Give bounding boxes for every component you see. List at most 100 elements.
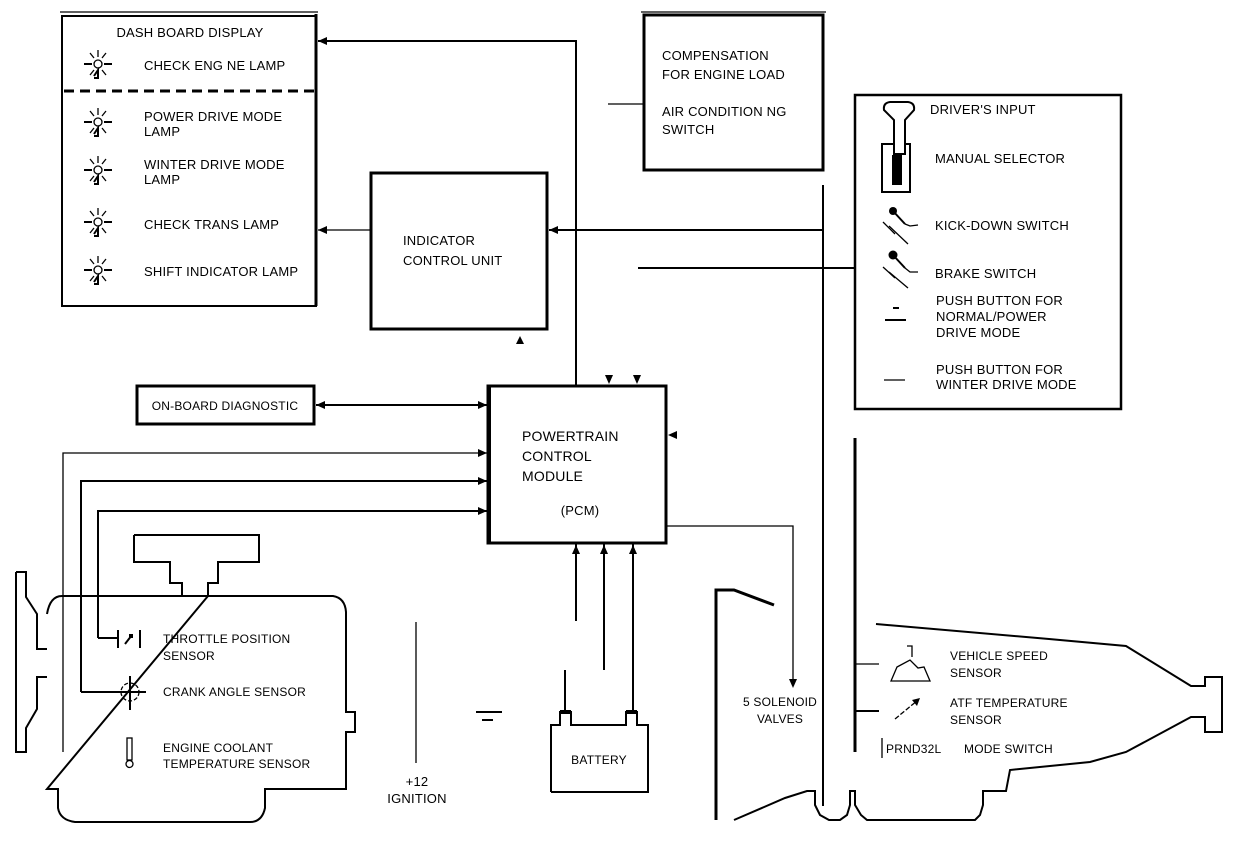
mode-switch: PRND32L MODE SWITCH [881, 738, 1053, 758]
ground-icon [476, 711, 502, 721]
crank-angle-sensor: CRANK ANGLE SENSOR [115, 676, 306, 710]
lamp-power-drive-mode: POWER DRIVE MODE LAMP [83, 107, 282, 139]
atf-temperature-sensor: ATF TEMPERATURE SENSOR [894, 696, 1068, 727]
lamp-check-trans: CHECK TRANS LAMP [83, 207, 279, 237]
lamp-check-engine: CHECK ENG NE LAMP [83, 49, 285, 79]
air-conditioning-switch-label: SWITCH [662, 122, 714, 137]
arrow-head [316, 401, 325, 409]
indicator-control-unit-box: INDICATOR CONTROL UNIT [369, 171, 549, 331]
arrow-head [478, 507, 487, 515]
throttle-sensor-icon [117, 630, 141, 648]
dashboard-display-panel: DASH BOARD DISPLAY CHECK ENG NE LAMP POW… [60, 11, 318, 307]
arrow-head [572, 545, 580, 554]
arrow-head [629, 545, 637, 554]
lamp-label: CHECK TRANS LAMP [144, 217, 279, 232]
crank-sensor-icon [115, 676, 146, 710]
arrow-head [633, 375, 641, 384]
wire-pcm-to-check-engine-lamp [318, 40, 577, 386]
arrow-head [605, 375, 613, 384]
pcm-label: MODULE [522, 468, 583, 484]
dashboard-title: DASH BOARD DISPLAY [116, 25, 263, 40]
arrow-head [516, 336, 524, 344]
compensation-title: FOR ENGINE LOAD [662, 67, 785, 82]
switch-icon [882, 207, 919, 245]
wire-engine-coolant-to-pcm [62, 452, 487, 752]
battery-label: BATTERY [571, 753, 627, 767]
wire-throttle-to-pcm [97, 510, 487, 638]
thermometer-icon [125, 737, 134, 769]
lamp-label: SHIFT INDICATOR LAMP [144, 264, 298, 279]
brake-switch-item: BRAKE SWITCH [882, 250, 1036, 289]
manual-selector-label: MANUAL SELECTOR [935, 151, 1065, 166]
indicator-control-unit-label: INDICATOR [403, 233, 475, 248]
pcm-label: CONTROL [522, 448, 592, 464]
solenoid-valves-label: 5 SOLENOID [743, 695, 817, 709]
switch-icon [882, 250, 918, 289]
mode-switch-label: MODE SWITCH [964, 742, 1053, 756]
wiring [62, 37, 879, 806]
kick-down-switch-item: KICK-DOWN SWITCH [882, 207, 1069, 245]
battery-icon [550, 670, 649, 793]
pcm-label: POWERTRAIN [522, 428, 619, 444]
lamp-winter-drive-mode: WINTER DRIVE MODE LAMP [83, 155, 285, 187]
indicator-control-unit-label: CONTROL UNIT [403, 253, 502, 268]
push-button-winter-label: PUSH BUTTON FOR [936, 362, 1063, 377]
push-button-normal-power-label: NORMAL/POWER [936, 309, 1047, 324]
atf-temperature-sensor-label: SENSOR [950, 713, 1002, 727]
pcm-abbreviation: (PCM) [561, 503, 600, 518]
vehicle-speed-sensor-label: SENSOR [950, 666, 1002, 680]
kick-down-switch-label: KICK-DOWN SWITCH [935, 218, 1069, 233]
ignition-label-group: +12 IGNITION [387, 774, 446, 806]
lamp-label: WINTER DRIVE MODE [144, 157, 285, 172]
compensation-for-engine-load-box: COMPENSATION FOR ENGINE LOAD AIR CONDITI… [641, 11, 826, 172]
ignition-label: IGNITION [387, 791, 446, 806]
engine-coolant-sensor-label: TEMPERATURE SENSOR [163, 757, 311, 771]
temperature-probe-icon [894, 698, 920, 720]
arrow-head [318, 37, 327, 45]
brake-switch-label: BRAKE SWITCH [935, 266, 1036, 281]
throttle-position-sensor-label: SENSOR [163, 649, 215, 663]
on-board-diagnostic-label: ON-BOARD DIAGNOSTIC [152, 399, 299, 413]
lamp-label: CHECK ENG NE LAMP [144, 58, 285, 73]
arrow-head [478, 449, 487, 457]
arrow-head [318, 226, 327, 234]
on-board-diagnostic-box: ON-BOARD DIAGNOSTIC [135, 384, 316, 426]
push-button-normal-power-label: DRIVE MODE [936, 325, 1020, 340]
arrow-head [668, 431, 677, 439]
engine-coolant-sensor-label: ENGINE COOLANT [163, 741, 274, 755]
battery: BATTERY [550, 670, 649, 793]
compensation-title: COMPENSATION [662, 48, 769, 63]
push-button-winter-item: PUSH BUTTON FOR WINTER DRIVE MODE [884, 362, 1077, 392]
throttle-position-sensor: THROTTLE POSITION SENSOR [117, 630, 290, 663]
vehicle-speed-sensor: VEHICLE SPEED SENSOR [890, 645, 1048, 682]
engine-coolant-temperature-sensor: ENGINE COOLANT TEMPERATURE SENSOR [125, 737, 311, 771]
ignition-voltage: +12 [406, 774, 429, 789]
arrow-head [478, 477, 487, 485]
arrow-head [789, 679, 797, 688]
lamp-shift-indicator: SHIFT INDICATOR LAMP [83, 255, 298, 285]
manual-selector-item: MANUAL SELECTOR [881, 101, 1065, 193]
atf-temperature-sensor-label: ATF TEMPERATURE [950, 696, 1068, 710]
wire-pcm-to-solenoids [666, 525, 794, 680]
lamp-label: LAMP [144, 124, 180, 139]
drivers-input-panel: DRIVER'S INPUT MANUAL SELECTOR KICK-DOWN… [853, 93, 1123, 411]
lamp-label: LAMP [144, 172, 180, 187]
solenoid-valves-label: VALVES [757, 712, 803, 726]
lamp-label: POWER DRIVE MODE [144, 109, 282, 124]
speed-sensor-icon [890, 645, 931, 682]
arrow-head [549, 226, 558, 234]
crank-angle-sensor-label: CRANK ANGLE SENSOR [163, 685, 306, 699]
push-button-normal-power-label: PUSH BUTTON FOR [936, 293, 1063, 308]
air-conditioning-switch-label: AIR CONDITION NG [662, 104, 787, 119]
wire-crank-angle-to-pcm [80, 480, 487, 692]
push-button-icon [885, 307, 906, 321]
push-button-winter-label: WINTER DRIVE MODE [936, 377, 1077, 392]
arrow-head [478, 401, 487, 409]
throttle-position-sensor-label: THROTTLE POSITION [163, 632, 290, 646]
mode-switch-code: PRND32L [886, 742, 942, 756]
manual-selector-icon [881, 101, 916, 193]
solenoid-valves: 5 SOLENOID VALVES [743, 695, 817, 726]
transmission-outline [714, 588, 1223, 821]
arrow-head [600, 545, 608, 554]
